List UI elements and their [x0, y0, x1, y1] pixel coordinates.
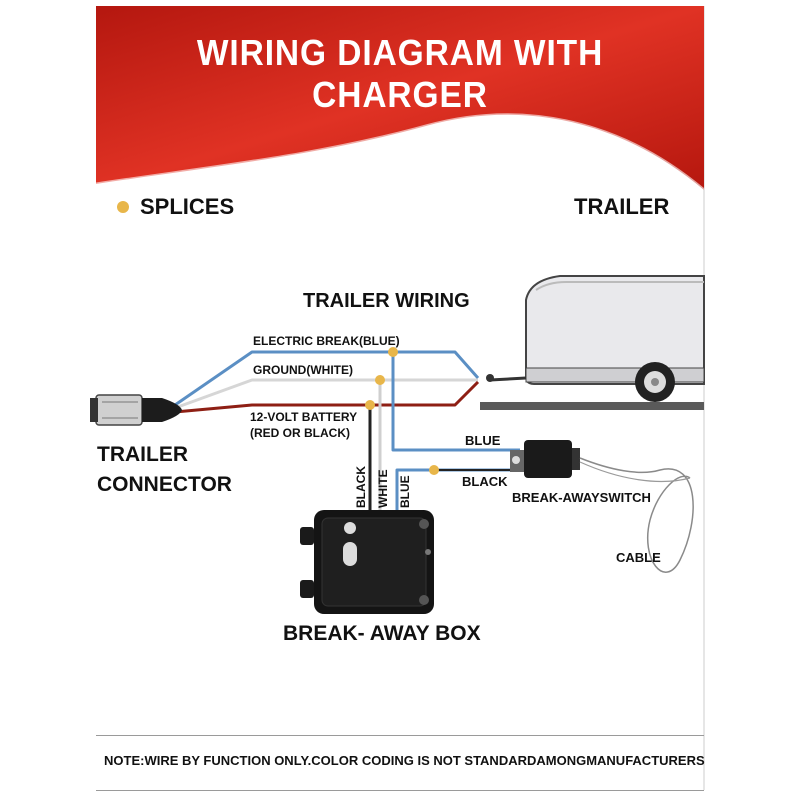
trailer-label: TRAILER [574, 194, 670, 219]
breakaway-switch-icon [510, 440, 694, 573]
trailer-connector-label-line2: CONNECTOR [97, 473, 232, 496]
red-wire [174, 380, 480, 414]
white-wire [174, 378, 478, 410]
cable-label: CABLE [616, 550, 661, 565]
splice-blue [388, 347, 398, 357]
title-banner [96, 6, 704, 190]
splices-label: SPLICES [140, 194, 235, 219]
splice-white [375, 375, 385, 385]
breakaway-box-icon [300, 510, 434, 614]
note-rule-bottom [96, 790, 704, 791]
battery-label-line1: 12-VOLT BATTERY [250, 410, 358, 424]
trailer-connector-label-line1: TRAILER [97, 443, 188, 466]
trailer-wiring-harness [174, 350, 480, 414]
battery-label-line2: (RED OR BLACK) [250, 426, 350, 440]
splice-red [365, 400, 375, 410]
box-wire-white-label: WHITE [376, 469, 390, 508]
box-wire-blue-label: BLUE [398, 475, 412, 508]
ground-label: GROUND(WHITE) [253, 363, 353, 377]
trailer-wiring-label: TRAILER WIRING [303, 290, 470, 312]
footer-note: NOTE:WIRE BY FUNCTION ONLY.COLOR CODING … [104, 753, 705, 768]
black-wire-label: BLACK [462, 474, 508, 489]
blue-drop-wire [391, 352, 520, 452]
breakaway-box-label: BREAK- AWAY BOX [283, 622, 481, 645]
blue-wire [174, 350, 480, 407]
frame-edge [703, 6, 705, 790]
trailer-ground-line [480, 402, 704, 410]
page-title: WIRING DIAGRAM WITH CHARGER [196, 32, 604, 115]
blue-wire-label: BLUE [465, 433, 501, 448]
note-rule-top [96, 735, 704, 736]
box-wire-black-label: BLACK [354, 466, 368, 508]
splice-switch [429, 465, 439, 475]
trailer-connector-icon [90, 394, 182, 426]
splice-legend-dot [117, 201, 129, 213]
breakaway-switch-label: BREAK-AWAYSWITCH [512, 490, 651, 505]
trailer-icon [486, 275, 705, 402]
electric-brake-label: ELECTRIC BREAK(BLUE) [253, 334, 400, 348]
pull-cable [579, 457, 694, 573]
